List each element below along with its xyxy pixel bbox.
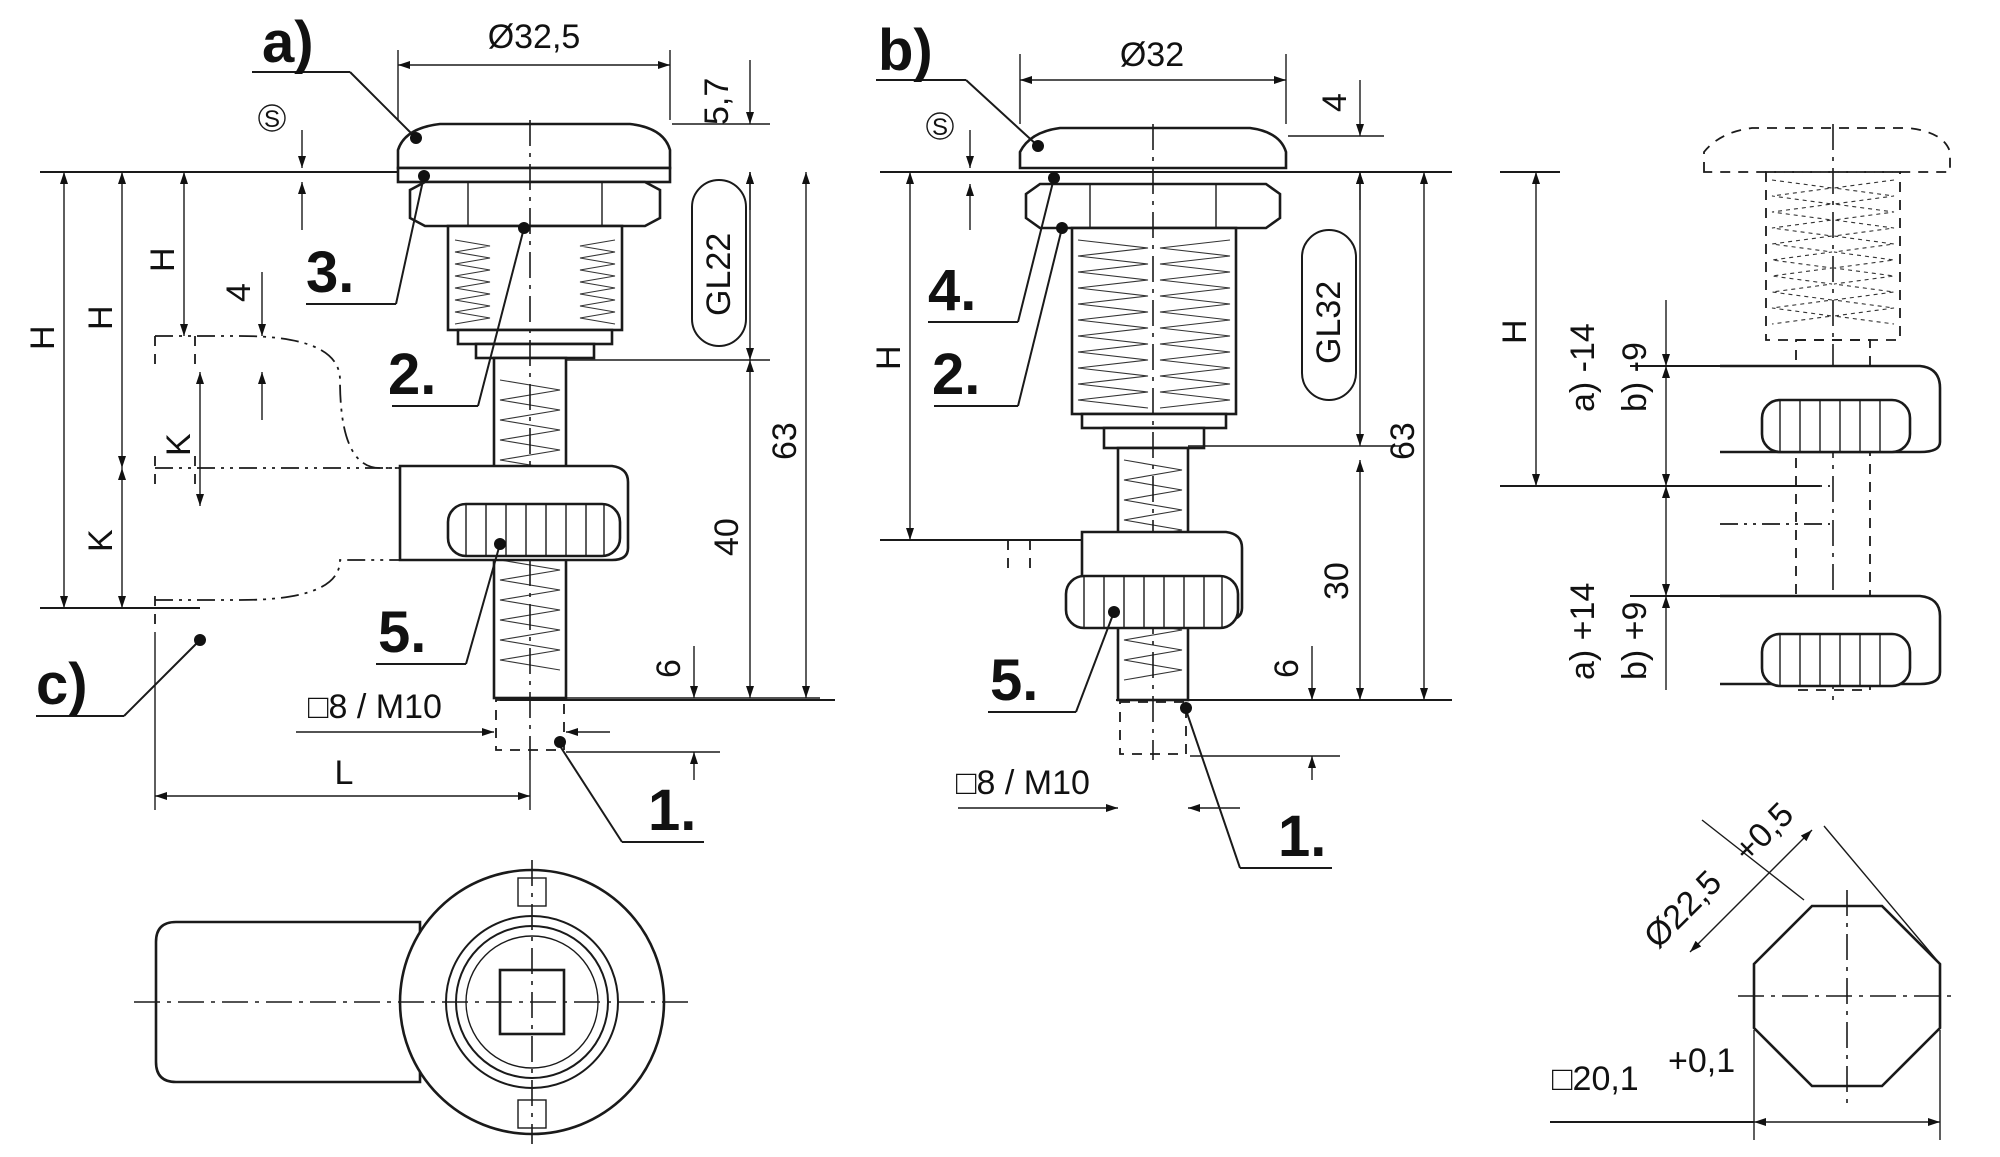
offset-b-pos: b) +9 bbox=[1616, 602, 1654, 680]
view-b: Ø32 4 GL32 63 30 6 □8 / M10 H S bbox=[870, 18, 1452, 869]
l-label-a: L bbox=[335, 754, 354, 792]
callout-3: 3. bbox=[306, 240, 354, 305]
h-label-mid-a: H bbox=[82, 305, 120, 330]
callout-5a: 5. bbox=[378, 600, 426, 665]
cutout-square: □20,1 bbox=[1552, 1060, 1639, 1098]
thread-body-a bbox=[446, 224, 624, 332]
k-label-lower-a: K bbox=[82, 529, 120, 552]
callout-1a: 1. bbox=[648, 778, 696, 843]
thread-a-label: GL22 bbox=[700, 233, 738, 316]
s-symbol-a-text: S bbox=[264, 106, 280, 133]
callout-b: b) bbox=[878, 18, 933, 83]
knurled-nut-b bbox=[1064, 574, 1240, 630]
height-shaft-b-label: 30 bbox=[1318, 562, 1356, 600]
s-symbol-a bbox=[258, 104, 286, 132]
thread-b-label: GL32 bbox=[1310, 281, 1348, 364]
callout-2a: 2. bbox=[388, 342, 436, 407]
key-slot-bottom bbox=[517, 1099, 547, 1129]
knurled-nut-lower bbox=[1760, 632, 1912, 688]
knurled-nut-upper bbox=[1760, 398, 1912, 454]
callout-5b: 5. bbox=[990, 648, 1038, 713]
s-symbol-b bbox=[926, 112, 954, 140]
h-label-outer-a: H bbox=[24, 325, 62, 350]
height-tip-a-label: 6 bbox=[650, 659, 688, 678]
diameter-a-label: Ø32,5 bbox=[488, 18, 581, 56]
h-label-side: H bbox=[1496, 319, 1534, 344]
callout-c: c) bbox=[36, 652, 88, 717]
knurled-nut-a bbox=[446, 502, 622, 558]
shaft-b-label: □8 / M10 bbox=[956, 764, 1090, 802]
side-view: H a) -14 b) -9 a) +14 b) +9 bbox=[1496, 124, 1951, 700]
height-overall-b-label: 63 bbox=[1384, 422, 1422, 460]
h-label-inner-a: H bbox=[144, 247, 182, 272]
height-overall-a-label: 63 bbox=[766, 422, 804, 460]
k-label-upper-a: K bbox=[160, 433, 198, 456]
key-slot-top bbox=[517, 877, 547, 907]
offset-a-pos: a) +14 bbox=[1564, 583, 1602, 680]
callout-2b: 2. bbox=[932, 342, 980, 407]
thread-body-b bbox=[1070, 226, 1238, 416]
top-view bbox=[134, 860, 694, 1144]
shaft-a-label: □8 / M10 bbox=[308, 688, 442, 726]
height-tip-b-label: 6 bbox=[1268, 659, 1306, 678]
callout-4: 4. bbox=[928, 258, 976, 323]
offset-a-neg: a) -14 bbox=[1564, 323, 1602, 412]
diameter-b-label: Ø32 bbox=[1120, 36, 1184, 74]
height-shaft-a-label: 40 bbox=[708, 518, 746, 556]
panel-cutout: Ø22,5 +0,5 □20,1 +0,1 bbox=[1550, 795, 1956, 1140]
head-height-a-label: 5,7 bbox=[698, 78, 736, 125]
cutout-diameter: Ø22,5 bbox=[1637, 863, 1729, 955]
callout-1b: 1. bbox=[1278, 804, 1326, 869]
hex-nut-a bbox=[408, 180, 662, 228]
callout-a: a) bbox=[262, 10, 314, 75]
h-label-b: H bbox=[870, 345, 908, 370]
head-height-b-label: 4 bbox=[1316, 93, 1354, 112]
s-symbol-b-text: S bbox=[932, 114, 948, 141]
lock-head-a bbox=[396, 122, 672, 170]
cutout-diameter-tol: +0,5 bbox=[1727, 795, 1801, 869]
four-label-a: 4 bbox=[220, 283, 258, 302]
view-a: Ø32,5 5,7 GL22 63 40 6 □8 / M10 H H H K bbox=[24, 10, 835, 843]
cutout-square-tol: +0,1 bbox=[1668, 1042, 1735, 1080]
offset-b-neg: b) -9 bbox=[1616, 342, 1654, 412]
